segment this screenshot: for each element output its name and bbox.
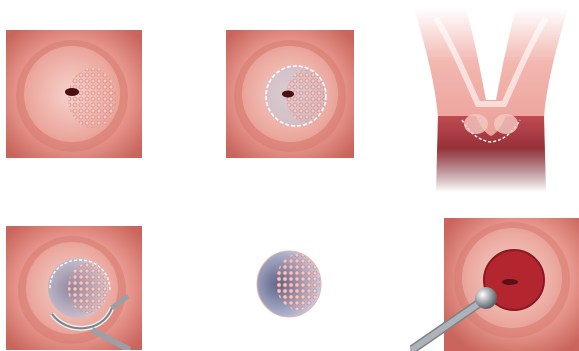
canal-cross-section-illustration bbox=[406, 8, 576, 192]
external-os bbox=[65, 88, 79, 96]
cervix-lesion-illustration bbox=[6, 30, 142, 158]
external-os bbox=[282, 91, 294, 98]
ball-electrode-tip bbox=[475, 287, 497, 309]
panel-loop-excision bbox=[6, 226, 142, 350]
lesion-left bbox=[464, 114, 488, 134]
lesion-area bbox=[68, 263, 108, 313]
loop-excision-illustration bbox=[6, 226, 142, 350]
external-os bbox=[502, 279, 518, 285]
lesion-right bbox=[494, 114, 518, 134]
lesion-area bbox=[68, 68, 116, 128]
panel-lesion-outlined bbox=[226, 30, 354, 158]
lesion-outlined-illustration bbox=[226, 30, 354, 158]
ball-cautery-illustration bbox=[410, 218, 579, 351]
panel-excised-specimen bbox=[252, 246, 326, 320]
excised-specimen-illustration bbox=[252, 246, 326, 320]
panel-ball-cautery bbox=[410, 218, 579, 351]
panel-cervix-lesion bbox=[6, 30, 142, 158]
bottom-fade bbox=[406, 148, 576, 192]
panel-canal-cross-section bbox=[406, 8, 576, 192]
